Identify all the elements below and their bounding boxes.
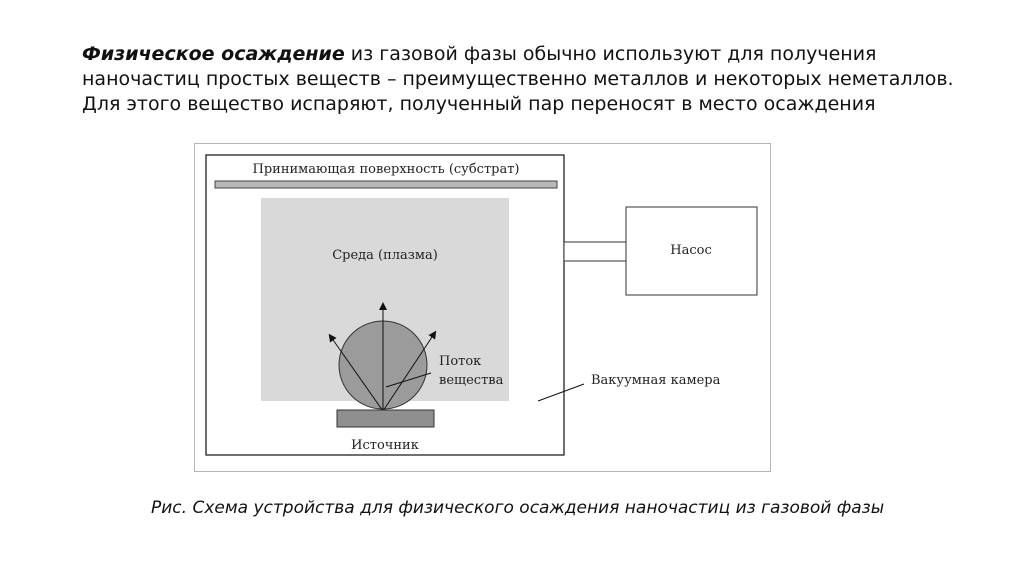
- chamber-label: Вакуумная камера: [591, 373, 721, 388]
- intro-text: Физическое осаждение из газовой фазы обы…: [82, 42, 962, 117]
- flow-arrow-left: [328, 333, 384, 412]
- source-block: [336, 409, 435, 428]
- figure-caption: Рис. Схема устройства для физического ос…: [151, 498, 885, 518]
- pump-pipe: [563, 241, 627, 262]
- chamber-label-pointer: [537, 383, 585, 402]
- substrate-plate: [214, 180, 558, 189]
- pump-label: Насос: [670, 243, 711, 258]
- intro-paragraph-1: Физическое осаждение из газовой фазы обы…: [82, 42, 962, 92]
- intro-paragraph-2: Для этого вещество испаряют, полученный …: [82, 93, 876, 115]
- intro-term: Физическое осаждение: [82, 43, 345, 65]
- flow-label-line2: вещества: [439, 373, 504, 388]
- deposition-diagram: Принимающая поверхность (субстрат) Среда…: [194, 143, 771, 472]
- vacuum-chamber: [205, 154, 565, 456]
- intro-line1-rest: из газовой фазы обычно используют для по…: [82, 43, 954, 90]
- source-label: Источник: [351, 438, 419, 453]
- medium-label: Среда (плазма): [332, 248, 438, 263]
- flow-label-line1: Поток: [439, 354, 481, 369]
- pump-box: [625, 206, 758, 296]
- substrate-label: Принимающая поверхность (субстрат): [253, 162, 520, 177]
- flow-arrow-right: [382, 330, 437, 412]
- flow-label-pointer: [385, 372, 432, 388]
